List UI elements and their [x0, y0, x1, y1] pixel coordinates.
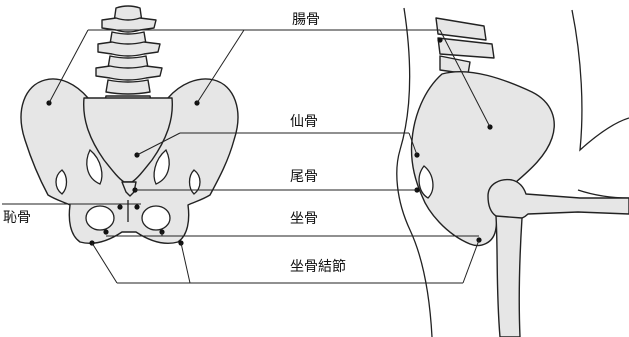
leader-lines: [2, 29, 491, 284]
label-pubis: 恥骨: [3, 210, 31, 226]
label-ilium: 腸骨: [292, 12, 320, 28]
right-obturator-foramen: [141, 205, 171, 231]
side-view-pelvis: [396, 7, 629, 337]
label-coccyx: 尾骨: [290, 169, 318, 185]
label-ischial-tuberosity: 坐骨結節: [290, 259, 346, 275]
femur-shape: [487, 178, 629, 221]
lumbar-spine: [95, 5, 163, 95]
side-pelvis-shape: [410, 70, 555, 247]
femur-shaft: [495, 215, 523, 337]
left-obturator-foramen: [85, 205, 115, 231]
side-lumbar-spine: [435, 17, 495, 75]
front-view-pelvis: [20, 5, 239, 246]
label-sacrum: 仙骨: [290, 114, 318, 130]
label-ischium: 坐骨: [290, 211, 318, 227]
coccyx-shape: [121, 181, 137, 197]
